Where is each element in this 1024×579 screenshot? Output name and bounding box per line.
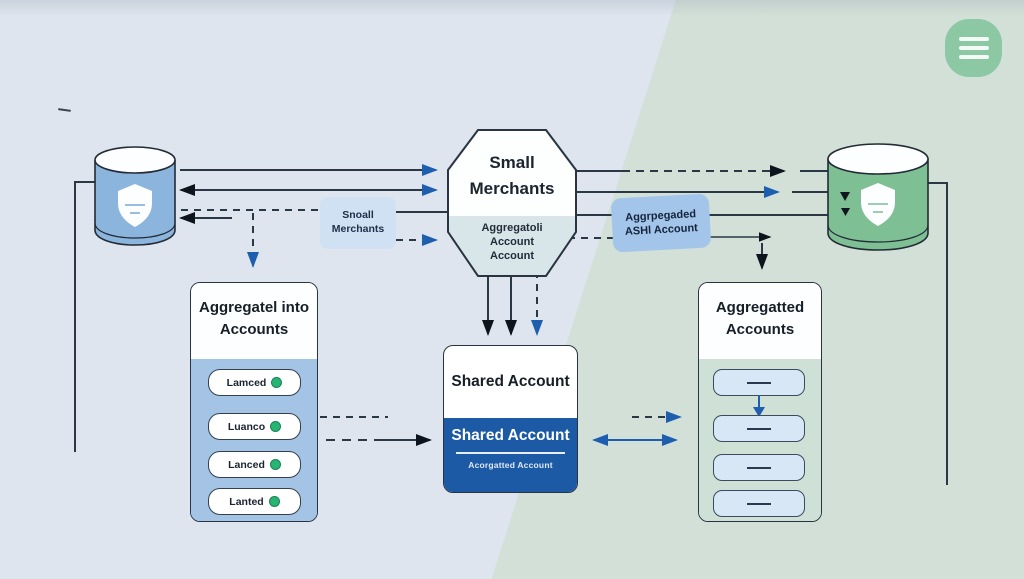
down-arrow-icon (753, 395, 765, 417)
shared-account-band-title: Shared Account (451, 427, 570, 444)
divider (456, 452, 565, 454)
panel-body: Lamced Luanco Lanced Lanted (191, 359, 317, 521)
octagon-subtitle: Aggregatoli Account Account (481, 222, 543, 262)
shared-account-band: Shared Account Acorgatted Account (444, 418, 577, 492)
shared-account-title: Shared Account (451, 373, 570, 390)
shield-icon (118, 184, 152, 227)
account-pill: Lamced (208, 369, 301, 396)
octagon-title: Small Merchants (469, 153, 555, 198)
menu-button[interactable] (945, 19, 1002, 77)
account-pill: Luanco (208, 413, 301, 440)
account-pill: Lanted (208, 488, 301, 515)
account-slot (713, 490, 805, 517)
down-arrow-icon (840, 192, 850, 216)
dash-icon (747, 381, 771, 384)
dash-icon (747, 427, 771, 430)
left-database (93, 144, 177, 248)
check-dot-icon (269, 459, 281, 470)
panel-title: Aggregatted Accounts (699, 283, 821, 359)
check-dot-icon (270, 421, 282, 432)
shield-icon (861, 183, 895, 226)
check-dot-icon (268, 496, 280, 507)
aggregated-into-accounts-panel: Aggregatel into Accounts Lamced Luanco L… (190, 282, 318, 522)
dash-icon (747, 502, 771, 505)
right-database (826, 141, 930, 257)
aggregated-accounts-panel: Aggregatted Accounts (698, 282, 822, 522)
background-top-shade (0, 0, 1024, 16)
dash-icon (747, 466, 771, 469)
account-slot (713, 369, 805, 396)
account-pill: Lanced (208, 451, 301, 478)
account-slot (713, 454, 805, 481)
small-merchants-octagon: Small Merchants Aggregatoli Account Acco… (446, 128, 578, 278)
panel-title: Aggregatel into Accounts (191, 283, 317, 359)
aggregated-account-note: Aggrpegaded ASHl Account (610, 193, 712, 253)
small-merchants-note: Snoall Merchants (320, 197, 396, 249)
account-slot (713, 415, 805, 442)
shared-account-subtitle: Acorgatted Account (468, 459, 553, 470)
shared-account-box: Shared Account Shared Account Acorgatted… (443, 345, 578, 493)
panel-body (699, 359, 821, 521)
check-dot-icon (271, 377, 283, 388)
